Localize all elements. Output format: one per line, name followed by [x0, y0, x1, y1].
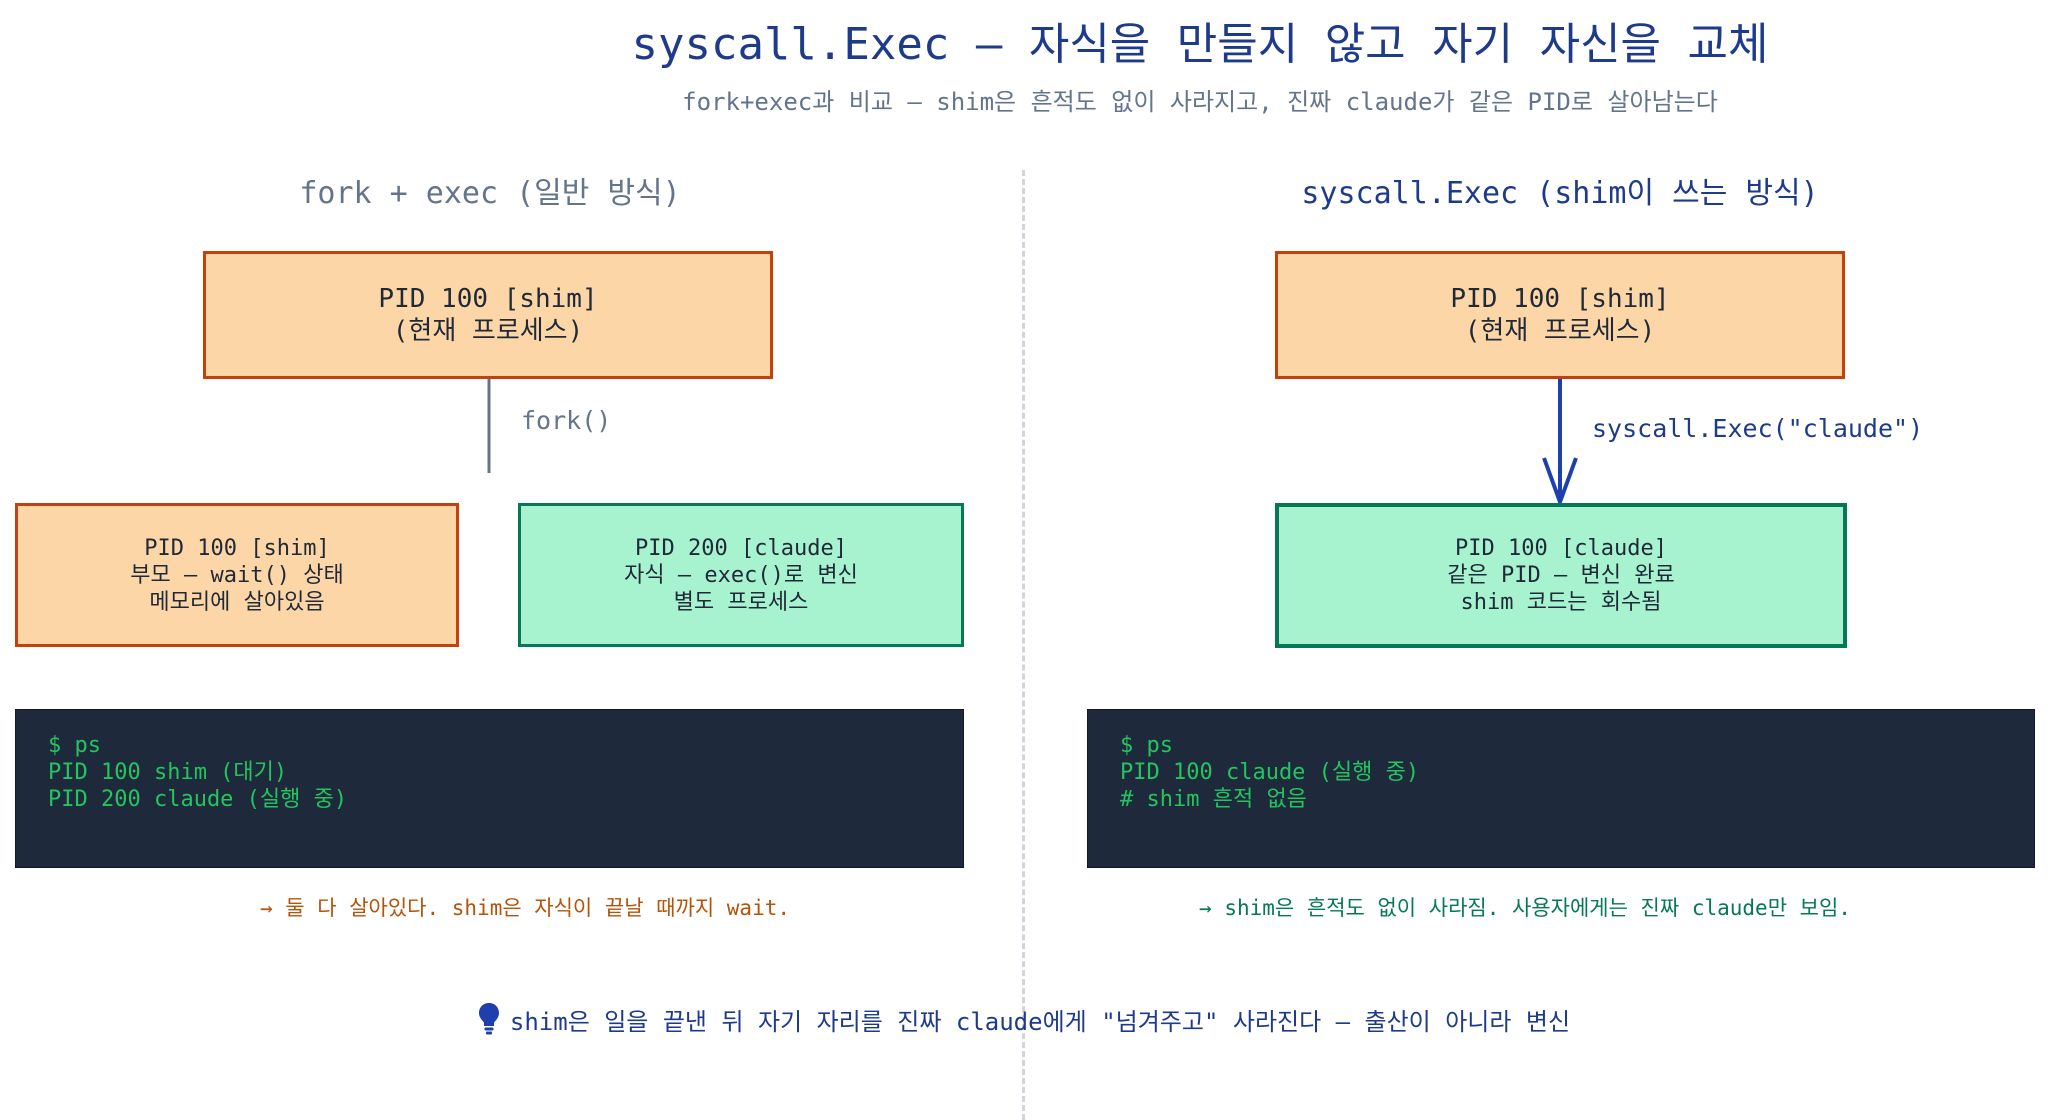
- lightbulb-icon: [478, 1003, 499, 1035]
- bottom-message: shim은 일을 끝낸 뒤 자기 자리를 진짜 claude에게 "넘겨주고" …: [0, 1002, 2048, 1037]
- column-divider: [1022, 170, 1025, 1120]
- terminal-line: PID 100 shim (대기): [48, 760, 288, 785]
- fork-label: fork(): [521, 406, 612, 435]
- terminal-line: # shim 흔적 없음: [1120, 787, 1307, 812]
- left-terminal: $ ps PID 100 shim (대기) PID 200 claude (실…: [15, 709, 964, 868]
- exec-arrow-head: [1542, 457, 1578, 504]
- child-process-box: PID 200 [claude] 자식 — exec()로 변신 별도 프로세스: [518, 503, 964, 647]
- page-subtitle: fork+exec과 비교 — shim은 흔적도 없이 사라지고, 진짜 cl…: [682, 88, 1718, 116]
- box-line-2: (현재 프로세스): [392, 316, 584, 346]
- terminal-line: $ ps: [1120, 733, 1173, 758]
- terminal-line: PID 200 claude (실행 중): [48, 787, 348, 812]
- box-line-1: PID 100 [claude]: [1455, 536, 1667, 561]
- right-note: → shim은 흔적도 없이 사라짐. 사용자에게는 진짜 claude만 보임…: [1199, 896, 1851, 920]
- box-line-2: (현재 프로세스): [1464, 316, 1656, 346]
- left-current-process-box: PID 100 [shim] (현재 프로세스): [203, 251, 773, 379]
- box-line-2: 부모 — wait() 상태: [130, 562, 344, 588]
- exec-label: syscall.Exec("claude"): [1592, 414, 1924, 443]
- box-line-3: shim 코드는 회수됨: [1460, 590, 1662, 615]
- right-terminal: $ ps PID 100 claude (실행 중) # shim 흔적 없음: [1087, 709, 2035, 868]
- terminal-line: PID 100 claude (실행 중): [1120, 760, 1420, 785]
- replaced-process-box: PID 100 [claude] 같은 PID — 변신 완료 shim 코드는…: [1275, 503, 1847, 648]
- box-line-3: 별도 프로세스: [673, 589, 809, 615]
- box-line-1: PID 100 [shim]: [1450, 284, 1670, 314]
- box-line-1: PID 100 [shim]: [144, 535, 330, 561]
- terminal-line: $ ps: [48, 733, 101, 758]
- box-line-3: 메모리에 살아있음: [149, 589, 325, 615]
- left-note: → 둘 다 살아있다. shim은 자식이 끝날 때까지 wait.: [259, 896, 791, 920]
- bottom-message-text: shim은 일을 끝낸 뒤 자기 자리를 진짜 claude에게 "넘겨주고" …: [509, 1008, 1571, 1036]
- parent-process-box: PID 100 [shim] 부모 — wait() 상태 메모리에 살아있음: [15, 503, 459, 647]
- box-line-1: PID 200 [claude]: [635, 535, 847, 561]
- box-line-2: 같은 PID — 변신 완료: [1447, 563, 1675, 588]
- box-line-2: 자식 — exec()로 변신: [624, 562, 858, 588]
- right-column-heading: syscall.Exec (shim이 쓰는 방식): [1301, 176, 1819, 211]
- box-line-1: PID 100 [shim]: [378, 284, 598, 314]
- page-title: syscall.Exec — 자식을 만들지 않고 자기 자신을 교체: [631, 19, 1769, 70]
- left-column-heading: fork + exec (일반 방식): [299, 176, 681, 211]
- right-current-process-box: PID 100 [shim] (현재 프로세스): [1275, 251, 1845, 379]
